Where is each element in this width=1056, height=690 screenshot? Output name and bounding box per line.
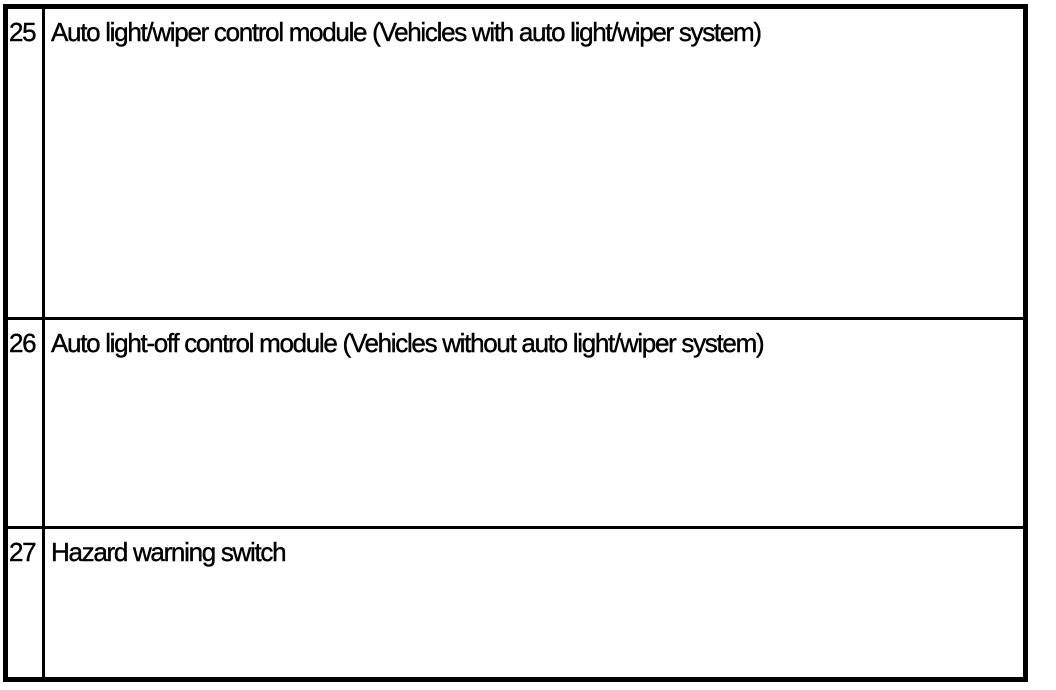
table-cell-number: 25: [8, 9, 45, 320]
table-cell-number: 27: [8, 529, 45, 677]
table-cell-number: 26: [8, 320, 45, 529]
table-cell-description: Hazard warning switch: [45, 529, 1023, 677]
row-description: Auto light/wiper control module (Vehicle…: [51, 17, 762, 47]
row-number: 27: [9, 537, 37, 567]
table-cell-description: Auto light-off control module (Vehicles …: [45, 320, 1023, 529]
row-number: 25: [9, 17, 37, 47]
row-description: Hazard warning switch: [51, 537, 287, 567]
table-cell-description: Auto light/wiper control module (Vehicle…: [45, 9, 1023, 320]
parts-table: 25 Auto light/wiper control module (Vehi…: [3, 4, 1028, 682]
row-number: 26: [9, 328, 37, 358]
row-description: Auto light-off control module (Vehicles …: [51, 328, 765, 358]
